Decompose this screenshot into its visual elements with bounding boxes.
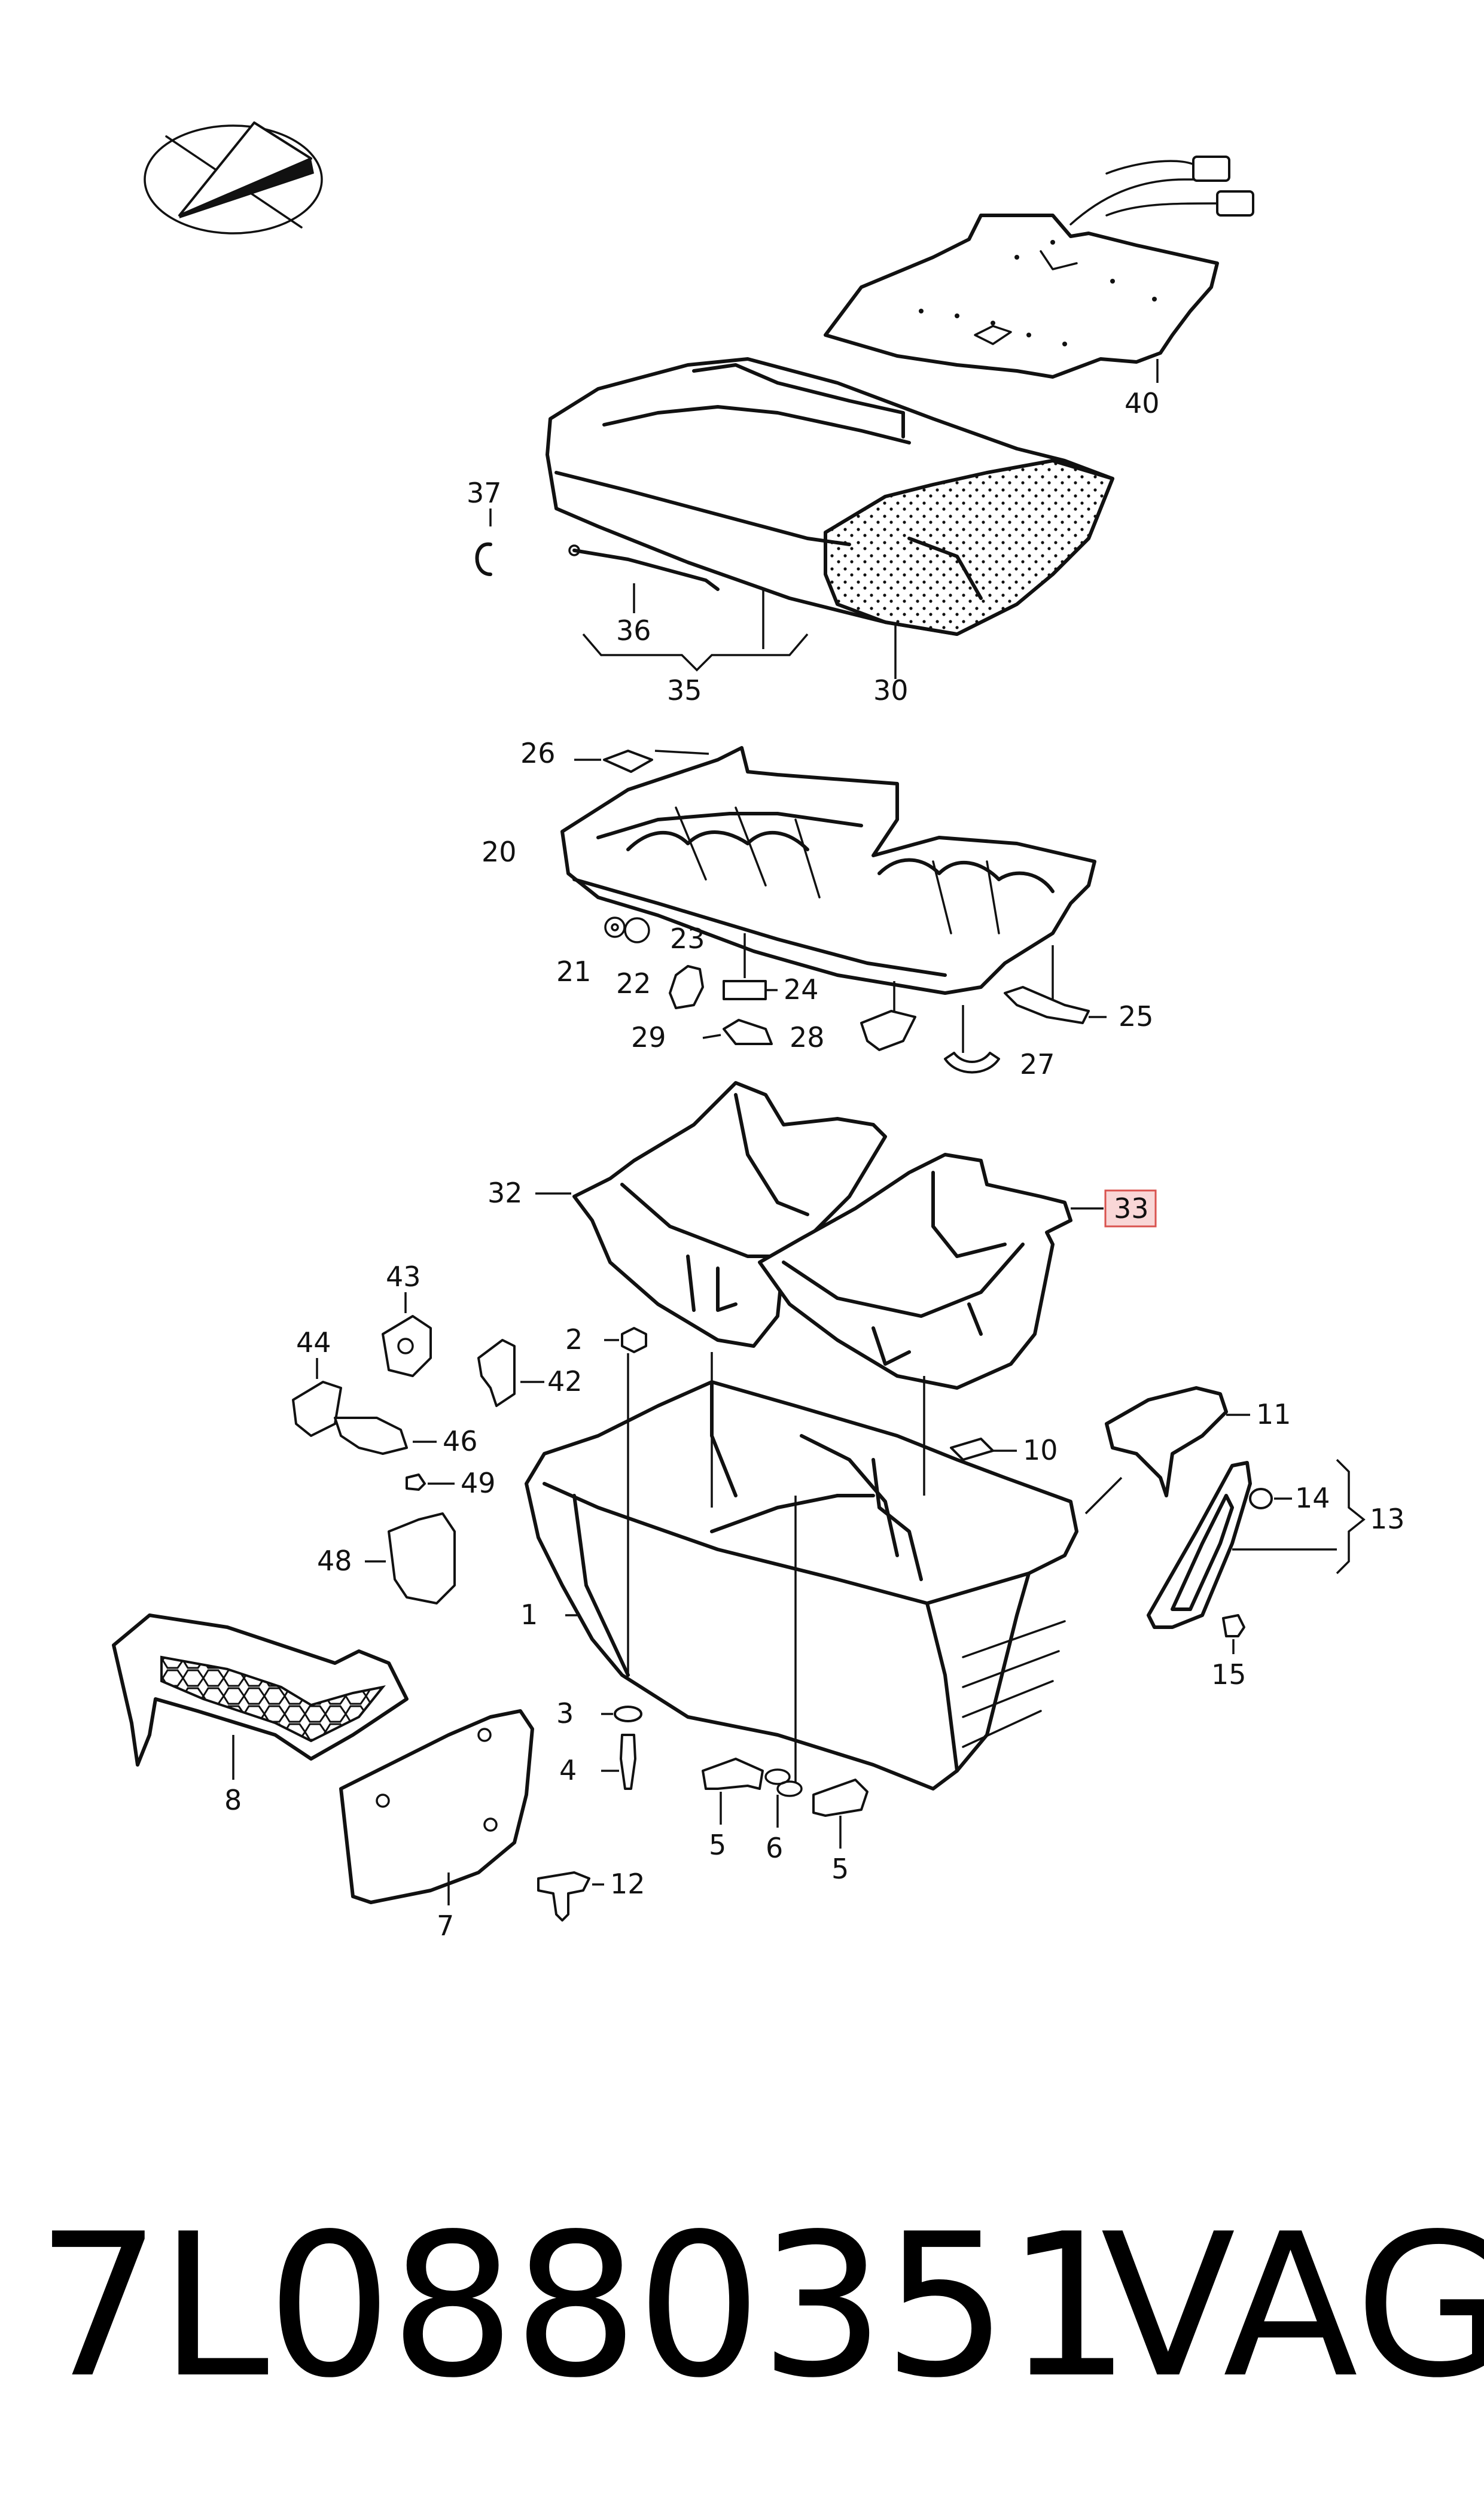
- callout-26: 26: [520, 737, 556, 769]
- callout-labels: 37 36 35 30 40 26 20 21 22 23 24 25 29 2…: [224, 387, 1405, 1942]
- callout-12: 12: [610, 1868, 645, 1900]
- callout-35: 35: [667, 674, 702, 707]
- orientation-compass-icon: [144, 121, 323, 235]
- highlighted-label-box: [1104, 1189, 1157, 1228]
- callout-10: 10: [1023, 1434, 1058, 1466]
- callout-14: 14: [1295, 1482, 1330, 1514]
- callout-5-left: 5: [709, 1829, 726, 1861]
- seat-cushion-part: [546, 357, 1114, 636]
- callout-48: 48: [317, 1545, 352, 1577]
- callout-8: 8: [224, 1784, 242, 1816]
- wire-rod-part: [572, 549, 720, 591]
- callout-36: 36: [616, 614, 651, 647]
- callout-27: 27: [1020, 1048, 1055, 1080]
- part-number-text: 7L0880351: [36, 2191, 1132, 2421]
- callout-29: 29: [631, 1021, 666, 1054]
- storage-tray-33-part: [758, 1153, 1072, 1390]
- callout-37: 37: [467, 477, 502, 509]
- c-clip-part: [475, 542, 492, 576]
- label-tag-part: [603, 750, 653, 773]
- callout-23: 23: [670, 922, 705, 955]
- pushpin-part: [537, 1871, 590, 1922]
- callout-33: 33: [1114, 1192, 1149, 1225]
- callout-13: 13: [1370, 1503, 1405, 1535]
- callout-43: 43: [386, 1260, 421, 1293]
- callout-5-right: 5: [831, 1853, 849, 1885]
- seat-frame-part: [560, 746, 1096, 995]
- callout-2: 2: [565, 1323, 583, 1356]
- heating-mat-part: [824, 156, 1254, 383]
- callout-21: 21: [556, 955, 592, 988]
- callout-24: 24: [784, 973, 819, 1006]
- bolt-part: [621, 1327, 647, 1675]
- callout-20: 20: [482, 836, 517, 868]
- callout-49: 49: [461, 1467, 496, 1499]
- callout-1: 1: [520, 1599, 538, 1631]
- callout-4: 4: [559, 1754, 577, 1786]
- callout-25: 25: [1119, 1000, 1154, 1033]
- callout-46: 46: [443, 1425, 478, 1457]
- callout-3: 3: [556, 1697, 574, 1730]
- callout-7: 7: [437, 1910, 454, 1942]
- callout-30: 30: [873, 674, 909, 707]
- side-cover-part: [339, 1709, 534, 1904]
- callout-32: 32: [487, 1177, 523, 1209]
- honeycomb-panel-part: [112, 1613, 409, 1780]
- handle-frame-part: [1147, 1461, 1252, 1629]
- callout-6: 6: [766, 1832, 783, 1864]
- brand-text: VAG: [1101, 2191, 1484, 2421]
- bracket-11-part: [1105, 1386, 1228, 1497]
- storage-tray-32-part: [572, 1081, 887, 1348]
- callout-28: 28: [790, 1021, 825, 1054]
- callout-15: 15: [1211, 1658, 1247, 1691]
- callout-22: 22: [616, 967, 651, 1000]
- callout-44: 44: [296, 1326, 331, 1359]
- callout-42: 42: [547, 1365, 583, 1397]
- callout-11: 11: [1256, 1398, 1291, 1430]
- callout-40: 40: [1125, 387, 1160, 419]
- storage-housing-part: [525, 1380, 1078, 1791]
